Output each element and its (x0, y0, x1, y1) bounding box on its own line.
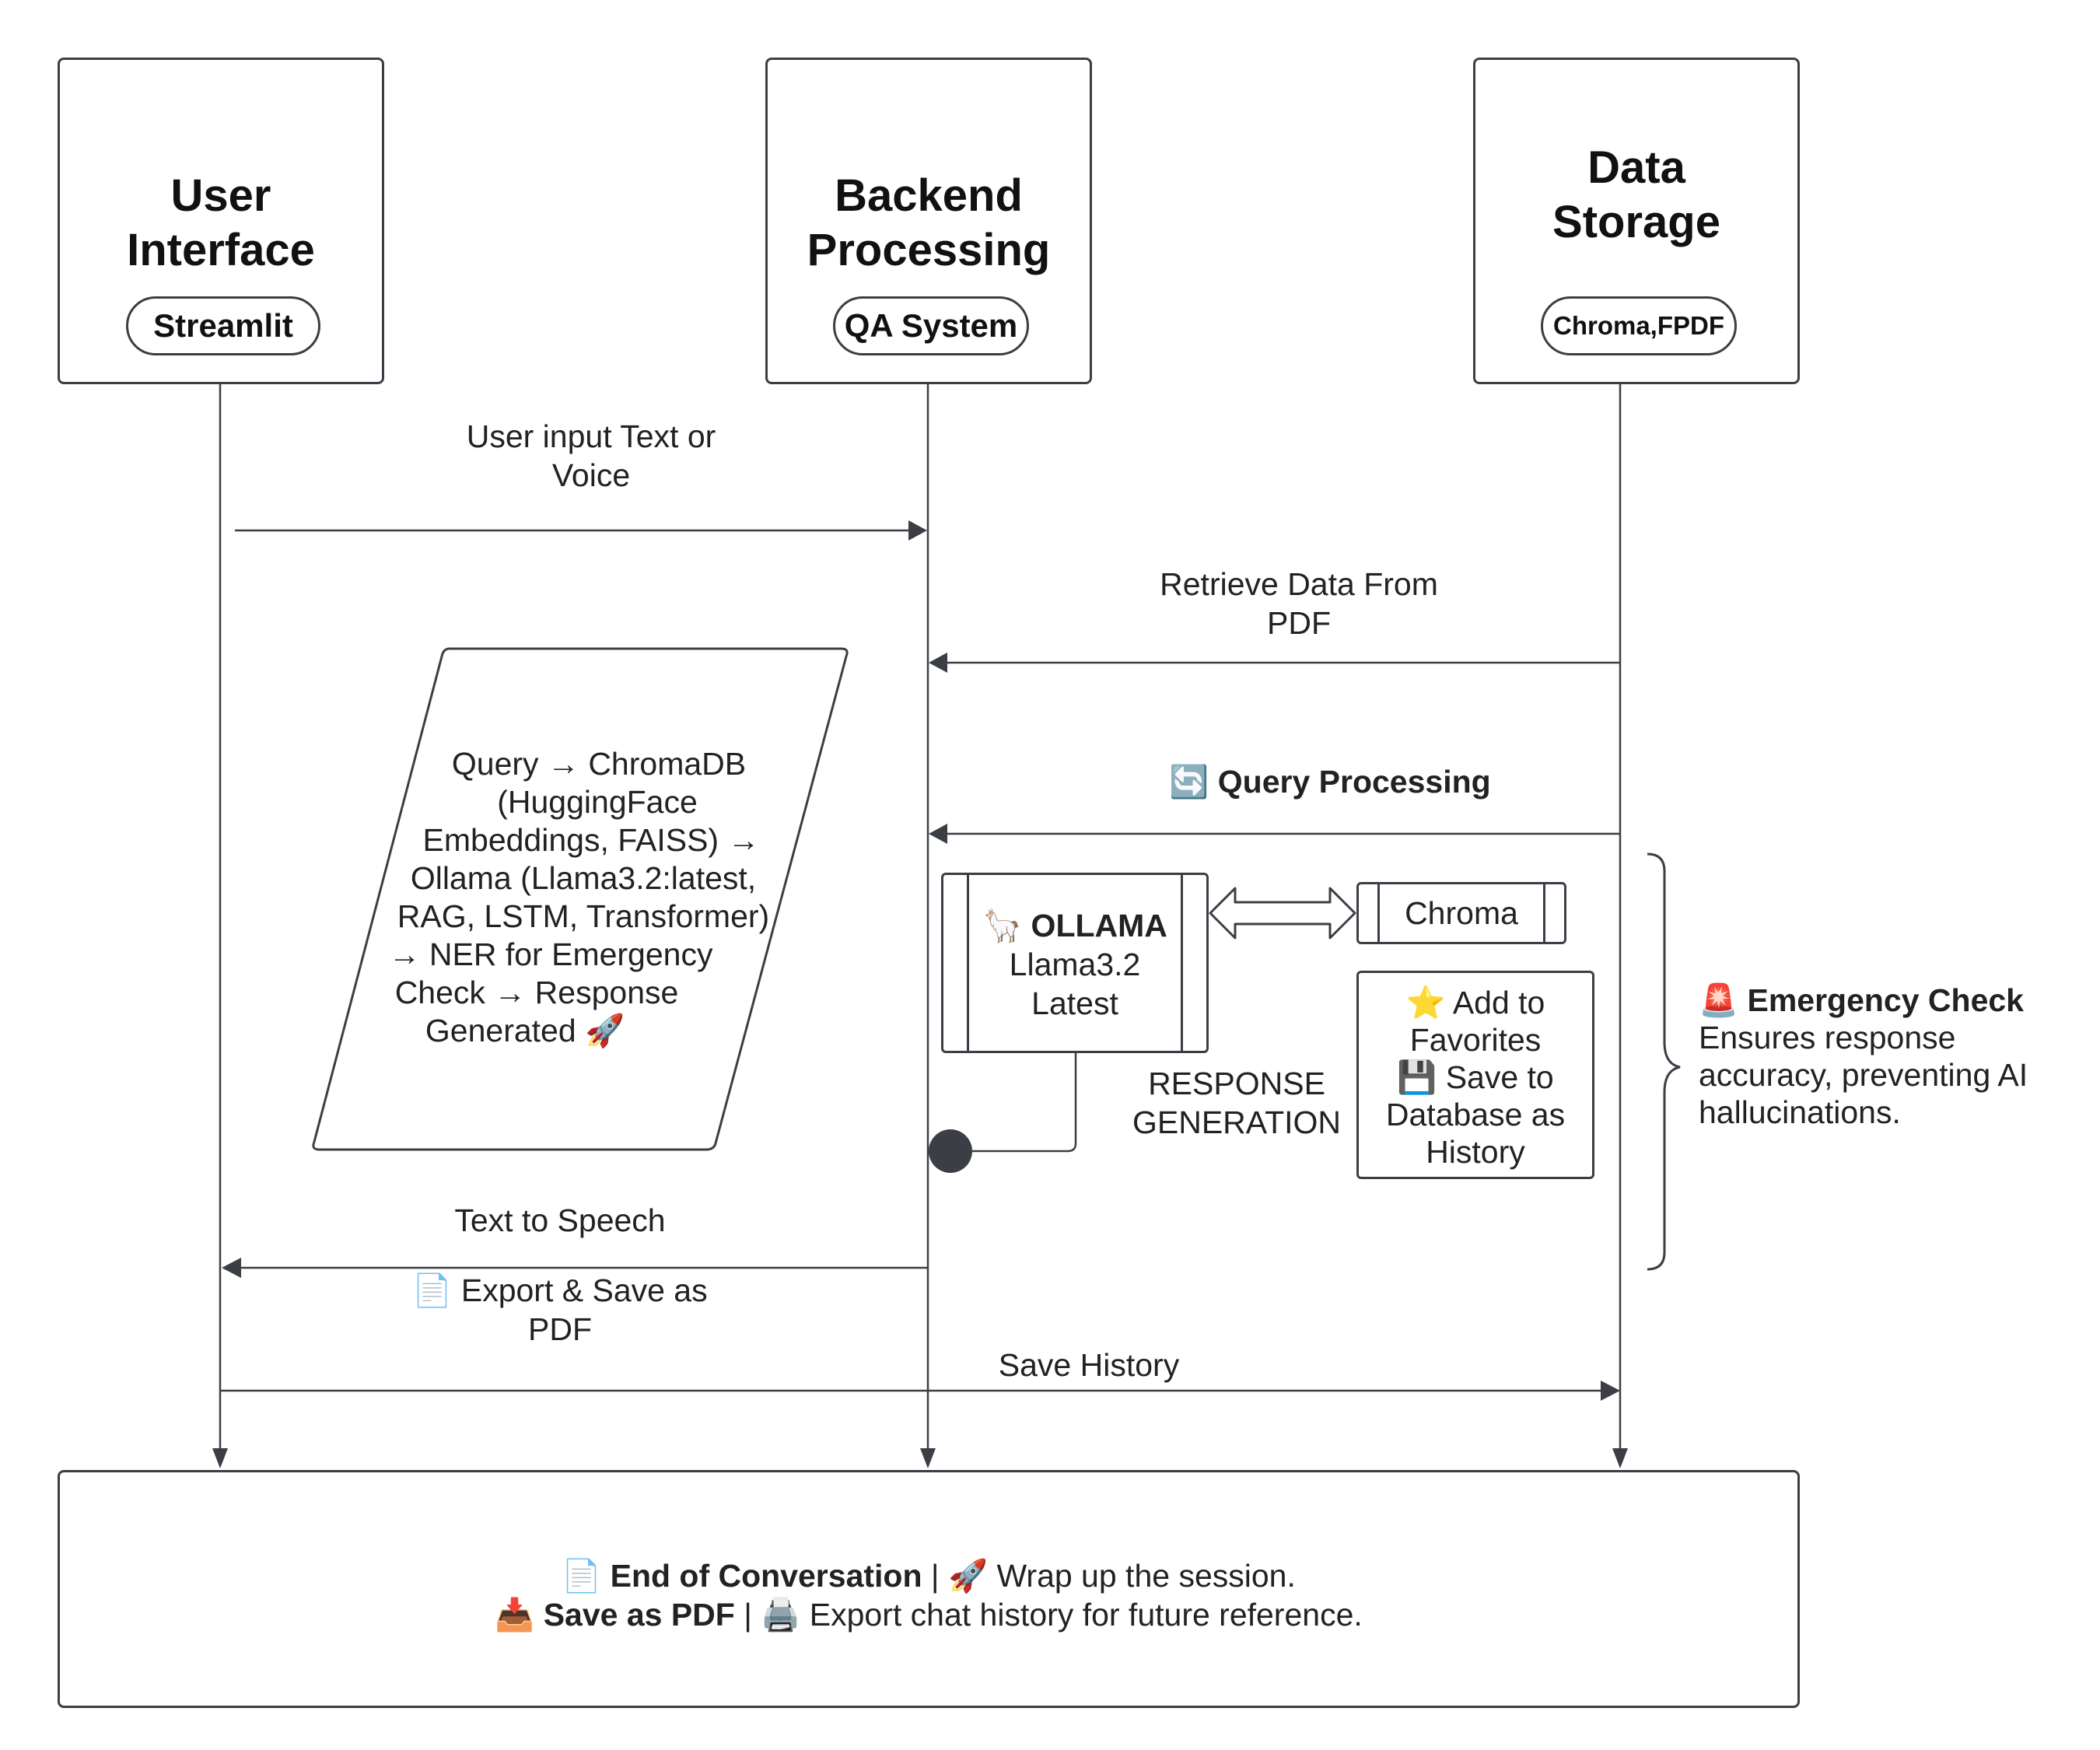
ollama-left-bar (967, 875, 969, 1051)
rocket-icon: 🚀 (585, 1012, 625, 1049)
ollama-box: 🦙 OLLAMA Llama3.2 Latest (941, 873, 1209, 1053)
floppy-disk-icon: 💾 (1397, 1059, 1437, 1096)
lane-header-user-interface: User Interface Streamlit (58, 58, 384, 384)
refresh-icon: 🔄 (1169, 763, 1209, 800)
pipeline-text: Query → ChromaDB (HuggingFace Embeddings… (388, 746, 770, 1049)
lane-title: User Interface (127, 170, 315, 275)
ollama-label: 🦙 OLLAMA Llama3.2 Latest (982, 907, 1167, 1021)
footer-text: 📄 End of Conversation | 🚀 Wrap up the se… (495, 1557, 1363, 1633)
label-response-generation: RESPONSE GENERATION (1132, 1066, 1342, 1140)
document-icon: 📄 (412, 1272, 453, 1309)
favorites-box: ⭐ Add to Favorites 💾 Save to Database as… (1356, 971, 1594, 1179)
lifeline-backend-arrow (920, 1448, 936, 1468)
label-export-pdf: 📄 Export & Save as PDF (412, 1272, 708, 1347)
lane-tag-chroma-fpdf: Chroma,FPDF (1541, 296, 1737, 355)
chroma-box: Chroma (1356, 882, 1566, 944)
lane-header-data-storage: Data Storage Chroma,FPDF (1473, 58, 1800, 384)
chroma-right-bar (1543, 884, 1545, 942)
lifeline-storage-arrow (1612, 1448, 1628, 1468)
printer-icon: 🖨️ (761, 1596, 801, 1633)
lane-title: Data Storage (1552, 142, 1720, 247)
pipeline-parallelogram (312, 647, 849, 1151)
label-user-input: User input Text or Voice (466, 418, 716, 493)
chroma-left-bar (1377, 884, 1380, 942)
ollama-right-bar (1181, 875, 1183, 1051)
rocket-icon: 🚀 (947, 1557, 989, 1594)
lane-tag-qa-system: QA System (833, 296, 1029, 355)
lane-header-backend-processing: Backend Processing QA System (765, 58, 1092, 384)
chroma-label: Chroma (1405, 895, 1518, 931)
end-of-conversation-box: 📄 End of Conversation | 🚀 Wrap up the se… (58, 1470, 1800, 1708)
download-icon: 📥 (495, 1596, 535, 1633)
emergency-brace (1647, 852, 1681, 1271)
siren-icon: 🚨 (1699, 982, 1739, 1019)
llama-icon: 🦙 (982, 907, 1023, 944)
double-arrow (1209, 887, 1356, 940)
label-query-processing: 🔄 Query Processing (1169, 763, 1491, 800)
label-save-history: Save History (998, 1347, 1180, 1383)
connector-dot (929, 1129, 972, 1173)
lane-tag-streamlit: Streamlit (126, 296, 320, 355)
ollama-connector (950, 1052, 1077, 1153)
label-text-to-speech: Text to Speech (454, 1202, 666, 1238)
label-retrieve-data: Retrieve Data From PDF (1160, 566, 1438, 641)
star-icon: ⭐ (1405, 984, 1446, 1021)
favorites-text: ⭐ Add to Favorites 💾 Save to Database as… (1385, 984, 1566, 1170)
emergency-check-note: 🚨 Emergency Check Ensures response accur… (1699, 982, 2028, 1130)
document-icon: 📄 (562, 1557, 602, 1594)
lifeline-user-arrow (212, 1448, 228, 1468)
lane-title: Backend Processing (807, 170, 1051, 275)
